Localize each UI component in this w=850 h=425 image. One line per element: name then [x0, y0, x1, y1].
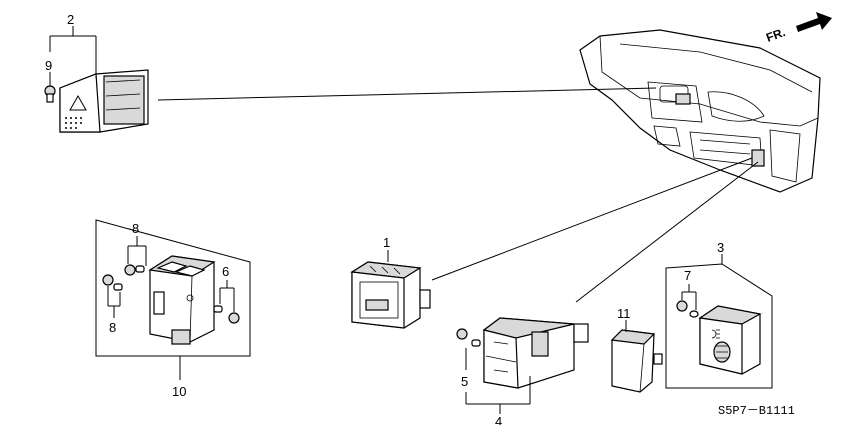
hazard-triangle-icon	[69, 94, 87, 111]
callout-2: 2	[67, 12, 74, 27]
svg-text:FR.: FR.	[764, 25, 787, 45]
blank-cover-11	[610, 329, 663, 393]
callout-11: 11	[617, 306, 631, 321]
light-icon	[711, 329, 720, 339]
callout-6: 6	[222, 264, 229, 279]
group-box-3	[665, 263, 773, 389]
callout-10: 10	[172, 384, 186, 399]
screw-6	[213, 305, 240, 324]
switch-10	[148, 255, 216, 345]
callout-8-lower: 8	[109, 320, 116, 335]
switch-3	[698, 305, 762, 375]
group-box-10	[95, 219, 251, 357]
callout-5: 5	[461, 374, 468, 389]
hazard-switch	[59, 69, 149, 133]
screw-8-upper	[124, 264, 145, 276]
dashboard-illustration	[579, 29, 821, 193]
callout-3: 3	[717, 240, 724, 255]
callout-8-upper: 8	[132, 221, 139, 236]
switch-1	[350, 261, 431, 329]
switch-4	[482, 317, 589, 389]
diagram-code: S5P7－B1111	[718, 404, 795, 418]
hazard-dot-grid	[65, 117, 82, 129]
front-direction-indicator: FR.	[764, 12, 832, 45]
screw-9	[44, 85, 56, 103]
screw-5	[456, 328, 481, 347]
front-arrow-icon	[796, 12, 832, 32]
callout-4: 4	[495, 414, 502, 425]
callout-9: 9	[45, 58, 52, 73]
callout-1: 1	[383, 235, 390, 250]
screw-7	[676, 300, 699, 318]
callout-7: 7	[684, 268, 691, 283]
screw-8-lower	[102, 274, 123, 291]
